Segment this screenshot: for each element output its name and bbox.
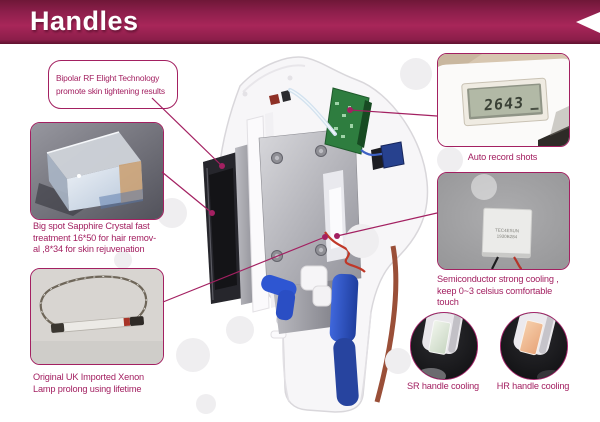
semiconductor-photo: TEC4ESUN 1930B284 [437, 172, 570, 270]
hr-caption: HR handle cooling [496, 381, 570, 391]
page-title: Handles [30, 6, 139, 36]
shot-counter-photo: 2643 [437, 53, 570, 147]
lcd-counter-value: 2643 [484, 94, 525, 115]
hr-handle-photo [500, 312, 568, 380]
tec-module-label: 1930B284 [497, 234, 518, 240]
callout-text: Bipolar RF Elight Technology [56, 73, 160, 84]
semiconductor-caption: Semiconductor strong cooling , keep 0~3 … [437, 274, 559, 308]
header-bar: Handles [0, 0, 600, 44]
decorative-circle [196, 394, 216, 414]
sr-handle-photo [410, 312, 478, 380]
header-notch-arrow-icon [576, 12, 600, 33]
tec-module-label: TEC4ESUN [495, 228, 519, 234]
sr-caption: SR handle cooling [406, 381, 480, 391]
bipolar-rf-callout: Bipolar RF Elight Technology promote ski… [48, 60, 178, 109]
decorative-circle [345, 224, 379, 258]
decorative-circle [437, 147, 463, 173]
xenon-lamp-photo [30, 268, 164, 365]
callout-text: promote skin tightening results [56, 85, 165, 96]
decorative-circle [400, 58, 432, 90]
decorative-circle [226, 316, 254, 344]
sapphire-crystal-photo [30, 122, 164, 220]
xenon-caption: Original UK Imported Xenon Lamp prolong … [33, 372, 145, 394]
lcd-display: 2643 [461, 77, 549, 127]
decorative-circle [385, 348, 411, 374]
decorative-circle [176, 338, 210, 372]
decorative-circle [114, 251, 132, 269]
counter-caption: Auto record shots [467, 152, 538, 162]
sapphire-caption: Big spot Sapphire Crystal fast treatment… [33, 221, 157, 255]
